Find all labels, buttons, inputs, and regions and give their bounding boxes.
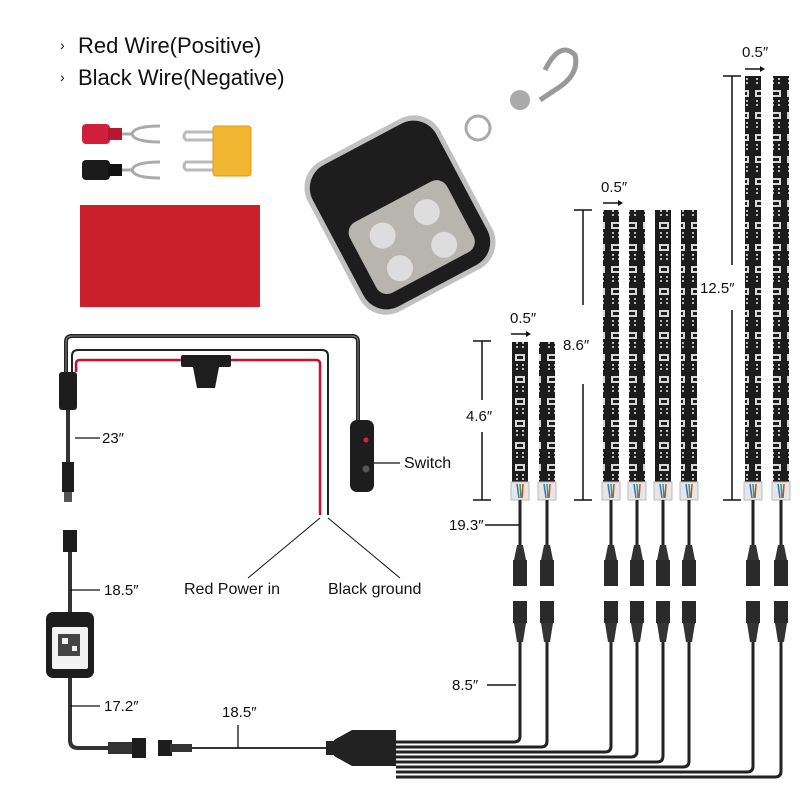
splitter-cable [396, 642, 549, 749]
mating-connector [604, 601, 618, 642]
short-strip-width-label: 0.5″ [510, 310, 537, 327]
led-strip [601, 210, 621, 501]
strip-lead [604, 500, 618, 586]
medium-strip-length-label: 8.6″ [563, 337, 590, 354]
short-strip-length-label: 4.6″ [466, 408, 493, 425]
strip-lead [656, 500, 670, 586]
controller-input-length-label: 18.5″ [104, 582, 139, 599]
strip-lead [513, 500, 527, 586]
splitter-cable [396, 642, 522, 744]
splitter-cable [396, 642, 665, 764]
key-fob-remote [304, 47, 579, 315]
long-strip-length-label: 12.5″ [700, 280, 735, 297]
extension-length-label: 18.5″ [222, 704, 257, 721]
mating-connector [656, 601, 670, 642]
dimension-lines [473, 68, 760, 686]
black-spade-terminal [82, 160, 161, 180]
led-strip [653, 210, 673, 501]
power-harness [59, 334, 401, 579]
splitter-cable [396, 642, 639, 759]
controller-assembly [46, 530, 396, 766]
legend-black-wire: › Black Wire(Negative) [60, 62, 285, 93]
led-strip [537, 342, 557, 501]
legend-red-wire: › Red Wire(Positive) [60, 30, 261, 61]
mini-blade-fuse [182, 125, 252, 177]
strip-lead-length-label: 19.3″ [449, 517, 484, 534]
splitter-cable [396, 642, 755, 774]
strip-lead [774, 500, 788, 586]
splitter-cable [396, 642, 783, 779]
legend-black-wire-text: Black Wire(Negative) [78, 65, 285, 90]
led-strip [743, 76, 763, 501]
strip-lead [746, 500, 760, 586]
splitter-cable [396, 642, 691, 769]
led-strip [771, 76, 791, 501]
mating-connector [630, 601, 644, 642]
mating-connector [746, 601, 760, 642]
long-strip-width-label: 0.5″ [742, 44, 769, 61]
splitter-hub [326, 730, 396, 766]
chevron-right-icon: › [60, 37, 65, 53]
switch-box [350, 420, 374, 492]
led-strip [510, 342, 530, 501]
medium-strip-width-label: 0.5″ [601, 179, 628, 196]
splitter-cable [396, 642, 613, 754]
mating-connector [774, 601, 788, 642]
mating-connector [513, 601, 527, 642]
mating-connector [540, 601, 554, 642]
splitter-lead-length-label: 8.5″ [452, 677, 479, 694]
switch-label: Switch [404, 455, 452, 472]
black-ground-label: Black ground [328, 581, 422, 598]
led-strip [679, 210, 699, 501]
chevron-right-icon: › [60, 69, 65, 85]
strip-lead [682, 500, 696, 586]
strip-lead [630, 500, 644, 586]
controller-output-length-label: 17.2″ [104, 698, 139, 715]
inline-fuse-holder [181, 355, 231, 388]
power-splice [59, 372, 77, 410]
legend-red-wire-text: Red Wire(Positive) [78, 33, 262, 58]
arrowheads [526, 66, 765, 337]
strip-lead [540, 500, 554, 586]
red-power-in-label: Red Power in [184, 581, 281, 598]
dc-plug [62, 462, 74, 492]
power-cable-length-label: 23″ [102, 430, 124, 447]
red-adhesive-pad [80, 205, 260, 307]
mating-connector [682, 601, 696, 642]
red-spade-terminal [82, 124, 161, 144]
led-strip [627, 210, 647, 501]
